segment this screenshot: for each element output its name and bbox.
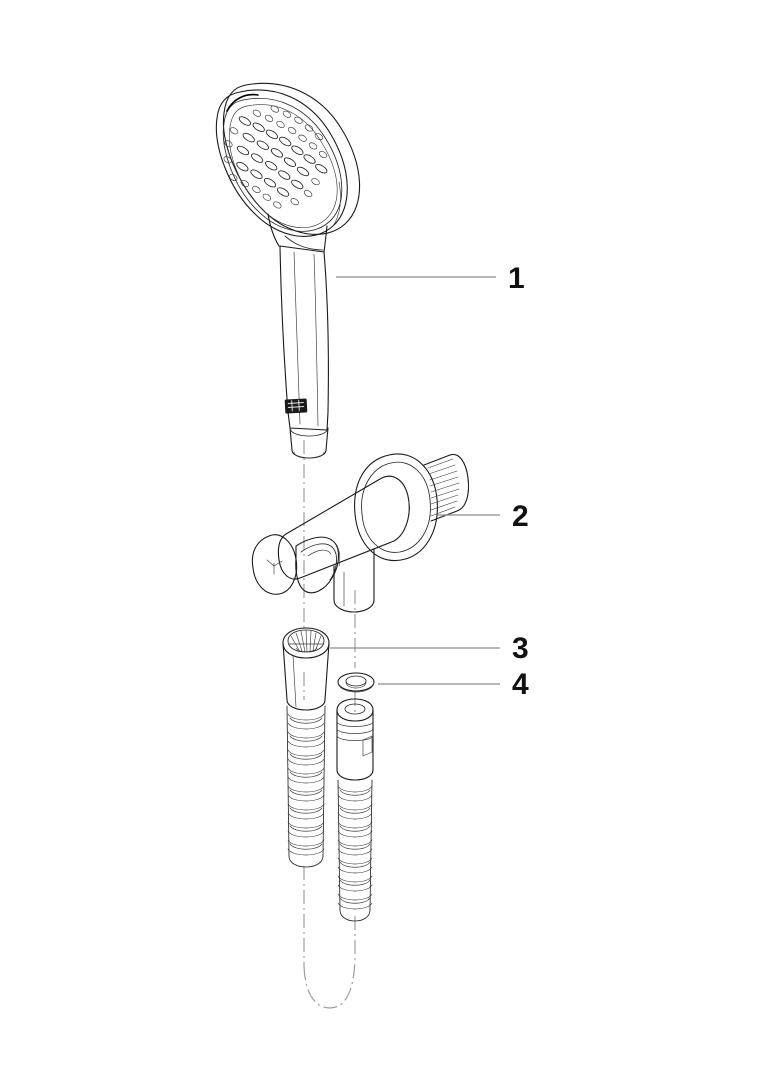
hose-nut-inner-cone [295, 647, 318, 653]
hose-nut-top-rim-outer [282, 627, 330, 659]
callout-1-label: 1 [508, 262, 525, 295]
callout-3-label: 3 [512, 632, 529, 665]
hose-nut-body [282, 642, 330, 711]
bracket-end-cap [251, 534, 298, 595]
shower-head-neck-right [323, 225, 328, 253]
washer-hole-shade [345, 681, 367, 689]
washer-thickness [337, 681, 375, 693]
hose-left-end-cap [288, 855, 324, 868]
shower-head-rim-inner [222, 97, 343, 232]
hose-right-collar-top [336, 698, 374, 722]
callout-3[interactable]: 3 [330, 632, 529, 665]
shower-head-rim-outer [215, 89, 348, 238]
hose-nut-internal-knurl [288, 629, 325, 653]
callout-2-label: 2 [512, 500, 529, 533]
part-hose-nut[interactable] [282, 627, 330, 711]
bracket-cradle-lip [300, 543, 337, 581]
nipple-end-ellipse [449, 454, 469, 512]
callout-1[interactable]: 1 [336, 262, 525, 295]
nipple-threads [427, 458, 460, 517]
bracket-threaded-nipple [423, 453, 470, 522]
shower-head-rim-shadow-2 [332, 181, 341, 227]
handle-brand-badge [284, 398, 308, 414]
hose-left-coils [287, 713, 325, 856]
hose-nut-side-shade [292, 654, 297, 708]
hose-right-outline-left [337, 779, 341, 911]
hose-left-coil-shading [289, 717, 323, 850]
centerline-bottom-loop [303, 957, 356, 1009]
hose-right-collar-bottom [336, 769, 374, 781]
shower-head-face-plate [228, 104, 338, 228]
callout-4-label: 4 [512, 668, 529, 701]
hose-right-coils [337, 785, 373, 910]
part-hose-right[interactable] [336, 698, 374, 922]
part-hand-shower[interactable] [208, 82, 361, 459]
handle-highlight-2 [313, 253, 319, 427]
hose-left-outline-left [286, 705, 290, 857]
bracket-barrel-end-ellipse [379, 475, 410, 542]
hose-right-collar-bore [344, 703, 366, 715]
part-washer-seal[interactable] [337, 672, 375, 693]
centerline-group [303, 440, 356, 1009]
bracket-cradle-saddle [295, 536, 340, 594]
handle-cuff-ellipse [289, 427, 329, 437]
bracket-outlet-ellipse [333, 599, 375, 613]
hose-left-outline-right [322, 705, 326, 857]
bracket-cradle-inner [307, 549, 332, 557]
part-wall-union-bracket[interactable] [251, 453, 470, 613]
shower-head-rim-shadow [226, 93, 259, 112]
handle-outlet-ellipse [293, 451, 325, 459]
washer-inner [345, 675, 367, 687]
shower-head-neck-fillet [284, 235, 324, 251]
hose-nut-top-rim-inner [287, 629, 325, 653]
bracket-end-cap-mark [266, 559, 283, 575]
handle-body [279, 245, 329, 431]
bracket-flange-inner [361, 461, 431, 553]
part-hose-left[interactable] [286, 705, 326, 868]
hose-right-outline-right [369, 779, 373, 911]
hose-right-end-cap [339, 909, 371, 922]
bracket-cradle-edge [332, 540, 341, 567]
callout-2[interactable]: 2 [438, 500, 529, 533]
hose-right-collar-tab [362, 735, 373, 757]
hose-right-coil-shading [339, 789, 371, 904]
callout-group: 1 2 3 4 [330, 262, 529, 701]
callout-4[interactable]: 4 [378, 668, 529, 701]
shower-head-nozzle-cluster [223, 105, 328, 209]
bracket-flange-outer [354, 453, 438, 562]
shower-head-neck-left [267, 213, 280, 247]
